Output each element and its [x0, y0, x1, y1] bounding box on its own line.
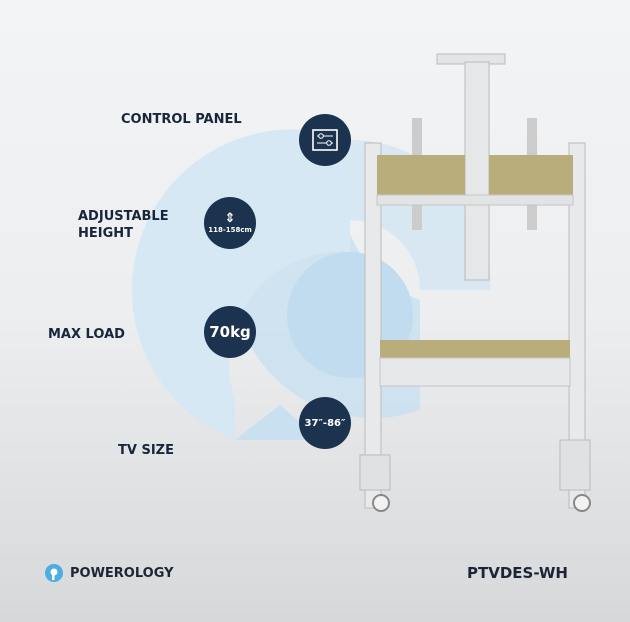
control-panel-badge	[299, 114, 351, 166]
height-range-text: 118-158cm	[208, 226, 252, 234]
brand-name: POWEROLOGY	[70, 565, 174, 581]
model-number: PTVDES-WH	[467, 564, 568, 582]
adjustable-height-badge: ⇕ 118-158cm	[204, 197, 256, 249]
tv-size-badge: 37″-86″	[299, 397, 351, 449]
height-ruler-icon: ⇕	[224, 211, 236, 226]
feature-label-adjustable-height: ADJUSTABLE HEIGHT	[78, 208, 169, 242]
tv-size-value: 37″-86″	[304, 417, 346, 429]
feature-label-max-load: MAX LOAD	[48, 327, 125, 342]
brand-logo: POWEROLOGY	[44, 562, 174, 584]
feature-label-tv-size: TV SIZE	[118, 443, 174, 458]
feature-label-control-panel: CONTROL PANEL	[121, 112, 242, 127]
powerology-logo-icon	[45, 564, 63, 582]
control-panel-icon	[312, 129, 338, 151]
label-line: ADJUSTABLE	[78, 209, 169, 224]
max-load-value: 70kg	[209, 323, 251, 341]
label-line: HEIGHT	[78, 226, 134, 241]
max-load-badge: 70kg	[204, 306, 256, 358]
